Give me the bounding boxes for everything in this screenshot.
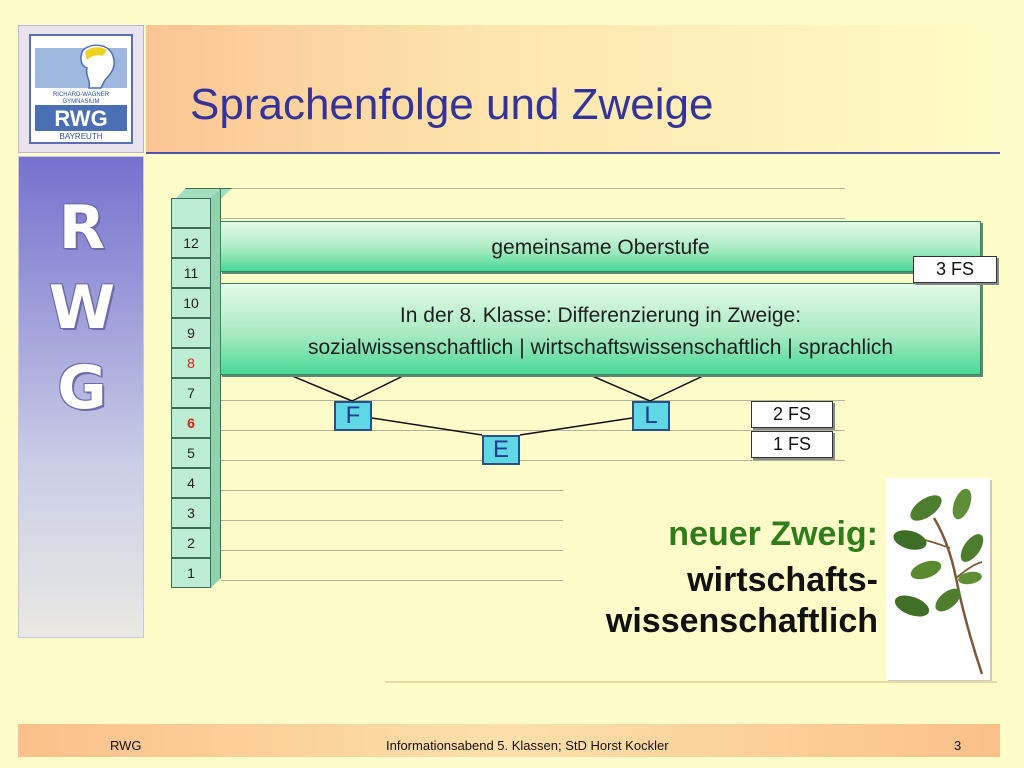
language-box-e: E	[482, 435, 520, 465]
oberstufe-box: gemeinsame Oberstufe	[220, 221, 981, 272]
sidebar-letter-g: G	[57, 353, 107, 423]
logo-abbreviation: RWG	[54, 106, 107, 131]
connector-line	[289, 374, 353, 402]
grade-cell-11: 11	[171, 258, 211, 288]
school-logo: RICHARD-WAGNER GYMNASIUM RWG BAYREUTH	[29, 34, 133, 144]
logo-panel: RICHARD-WAGNER GYMNASIUM RWG BAYREUTH	[18, 25, 144, 153]
footer-bar: RWG Informationsabend 5. Klassen; StD Ho…	[18, 724, 1000, 757]
sidebar-letter-w: W	[48, 273, 116, 343]
new-branch-heading: neuer Zweig:	[668, 515, 878, 553]
grade-cell-8: 8	[171, 348, 211, 378]
grade-cell-1: 1	[171, 558, 211, 588]
grid-line	[221, 400, 845, 401]
grade-cell-10: 10	[171, 288, 211, 318]
fs-label-3: 3 FS	[913, 256, 997, 283]
footer-page-number: 3	[954, 738, 962, 753]
zweige-line-2: sozialwissenschaftlich | wirtschaftswiss…	[307, 336, 894, 359]
page-title: Sprachenfolge und Zweige	[190, 80, 714, 129]
header-band	[146, 25, 1000, 153]
grade-cell-blank	[171, 198, 211, 228]
new-branch-line-2: wissenschaftlich	[605, 602, 878, 640]
logo-city: BAYREUTH	[60, 132, 103, 141]
grade-cell-12: 12	[171, 228, 211, 258]
new-branch-line-1: wirtschafts-	[687, 561, 878, 599]
grade-cell-5: 5	[171, 438, 211, 468]
zweige-box: In der 8. Klasse: Differenzierung in Zwe…	[220, 283, 981, 375]
connector-line	[351, 374, 406, 402]
connector-line	[371, 417, 483, 436]
grade-cell-3: 3	[171, 498, 211, 528]
connector-line	[519, 417, 633, 436]
school-logo-graphic: RICHARD-WAGNER GYMNASIUM RWG BAYREUTH	[31, 36, 131, 142]
leaf-image	[886, 478, 990, 680]
grid-line	[221, 580, 563, 581]
language-box-f: F	[334, 401, 372, 431]
connector-line	[589, 374, 651, 402]
grid-line	[221, 520, 563, 521]
connector-line	[649, 374, 706, 402]
rwg-sidebar: R W G	[18, 156, 144, 638]
grid-line	[221, 550, 563, 551]
zweige-line-1: In der 8. Klasse: Differenzierung in Zwe…	[399, 304, 802, 327]
grade-cell-4: 4	[171, 468, 211, 498]
language-box-l: L	[632, 401, 670, 431]
logo-line-2: GYMNASIUM	[62, 99, 99, 105]
grade-cell-7: 7	[171, 378, 211, 408]
footer-left: RWG	[110, 738, 142, 753]
grade-cell-6: 6	[171, 408, 211, 438]
grade-cell-9: 9	[171, 318, 211, 348]
fs-label-2: 2 FS	[751, 401, 833, 428]
header-divider	[146, 152, 1000, 154]
grid-line	[221, 218, 845, 219]
sidebar-letter-r: R	[58, 193, 106, 263]
content-divider	[385, 681, 997, 683]
grid-line	[221, 188, 845, 189]
grade-cell-2: 2	[171, 528, 211, 558]
logo-line-1: RICHARD-WAGNER	[53, 92, 110, 98]
grid-line	[221, 430, 845, 431]
footer-center: Informationsabend 5. Klassen; StD Horst …	[386, 738, 669, 753]
fs-label-1: 1 FS	[751, 431, 833, 458]
grid-line	[221, 460, 845, 461]
leaf-branch-icon	[893, 488, 984, 675]
grid-line	[221, 490, 563, 491]
